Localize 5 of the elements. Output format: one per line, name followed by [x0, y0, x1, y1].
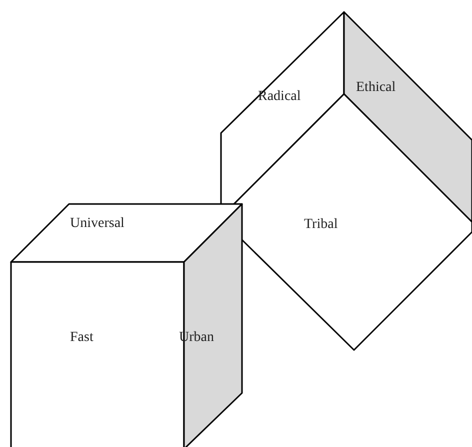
- face-label: Radical: [258, 89, 301, 105]
- face-label: Universal: [70, 216, 124, 232]
- face-label: Ethical: [356, 80, 396, 96]
- face-label: Tribal: [304, 217, 338, 233]
- face-label: Fast: [70, 330, 94, 346]
